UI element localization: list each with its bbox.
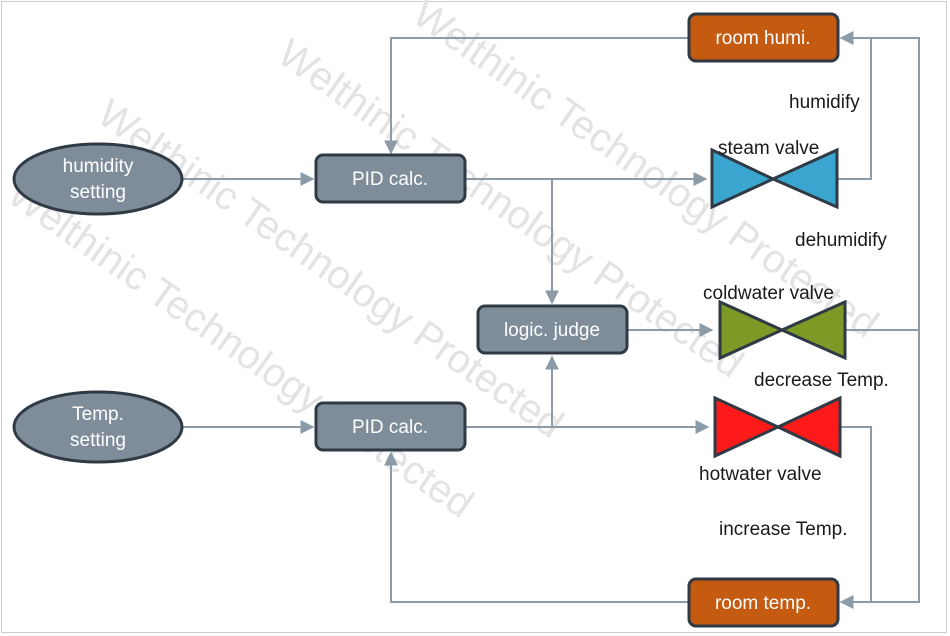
label-hotwater-valve: hotwater valve [699, 464, 822, 485]
pid-temp-label: PID calc. [352, 417, 428, 438]
room-humi-label: room humi. [715, 28, 810, 49]
pid-humidity-label: PID calc. [352, 169, 428, 190]
edge-humidify [838, 31, 872, 180]
steam-valve-icon [710, 147, 839, 210]
humidity-setting-line1: humidity [63, 156, 134, 177]
room-humi-node: room humi. [687, 12, 840, 63]
humidity-setting-line2: setting [70, 182, 126, 203]
pid-temp-node: PID calc. [314, 401, 467, 452]
logic-judge-label: logic. judge [504, 320, 600, 341]
temp-setting-line1: Temp. [72, 404, 124, 425]
label-coldwater-valve: coldwater valve [703, 283, 834, 304]
hotwater-valve-icon [713, 395, 842, 459]
temp-setting-node: Temp. setting [12, 390, 184, 464]
edge-room-temp-feedback [384, 451, 688, 603]
label-dehumidify: dehumidify [795, 230, 887, 251]
label-increase-temp: increase Temp. [719, 519, 848, 540]
label-humidify: humidify [789, 92, 860, 113]
label-decrease-temp: decrease Temp. [754, 370, 889, 391]
humidity-setting-node: humidity setting [12, 142, 184, 216]
temp-setting-line2: setting [70, 430, 126, 451]
coldwater-valve-icon [718, 299, 847, 361]
logic-judge-node: logic. judge [476, 304, 629, 355]
pid-humidity-node: PID calc. [314, 153, 467, 204]
edge-room-humi-feedback [384, 37, 688, 155]
room-temp-label: room temp. [715, 593, 811, 614]
edge-dehumidify [871, 37, 920, 330]
edge-decrease-temp [871, 330, 920, 603]
label-steam-valve: steam valve [718, 138, 819, 159]
connectors [183, 31, 920, 609]
edge-increase-temp [839, 426, 872, 609]
room-temp-node: room temp. [687, 577, 840, 628]
